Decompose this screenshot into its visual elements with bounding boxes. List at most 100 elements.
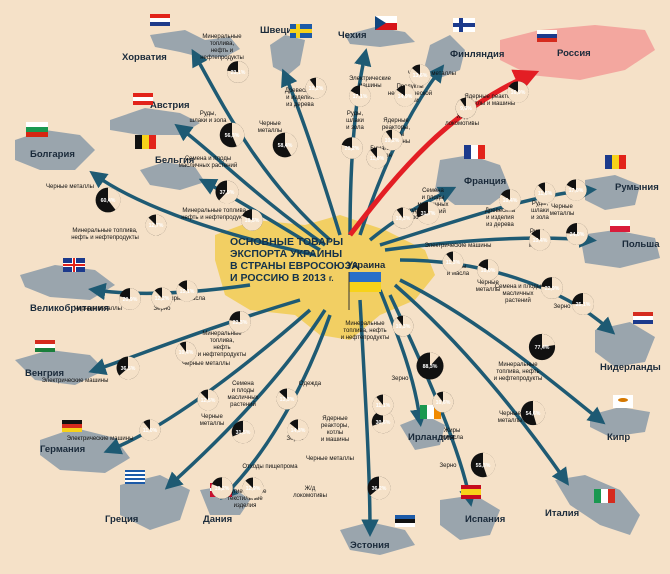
title-line-1: ОСНОВНЫЕ ТОВАРЫ xyxy=(230,236,343,248)
product-label-line: Электрические xyxy=(349,76,392,82)
product-label-line: локомотивы xyxy=(293,493,327,499)
pie-remainder xyxy=(241,209,263,231)
product-label-line: Семена и плоды xyxy=(495,284,541,290)
land-hungary xyxy=(15,350,105,385)
product-label-line: Ядерные xyxy=(383,118,409,124)
product-label-uk2: Зерно xyxy=(154,306,172,312)
pie-percent-label: 13,6% xyxy=(413,73,428,79)
ukraine-marker: Украина xyxy=(347,260,386,310)
pie-remainder xyxy=(242,477,264,499)
pie-russia: 16,9% xyxy=(507,81,529,103)
pie-percent-label: 12,7% xyxy=(149,223,164,229)
product-label-line: и зола xyxy=(531,215,549,221)
pie-remainder xyxy=(219,180,239,204)
pie-romania2: 17,0% xyxy=(565,179,587,201)
pie-cyprus: 77,4% xyxy=(528,333,556,361)
product-label-line: Черные xyxy=(551,204,573,210)
product-label-line: Зерно xyxy=(154,306,172,312)
product-label-line: Древесина xyxy=(485,208,516,214)
product-label-line: Семена и плоды xyxy=(185,156,231,162)
product-label-line: и масла xyxy=(441,435,464,441)
product-label-line: растений xyxy=(505,297,531,304)
land-netherlands xyxy=(595,322,655,367)
product-label-netherlands4: Зерно xyxy=(554,304,572,310)
product-label-line: Жиры xyxy=(444,428,461,434)
pie-remainder xyxy=(483,452,496,477)
pie-austria: 56,3% xyxy=(219,122,245,148)
flag-cyprus xyxy=(613,395,633,408)
pie-remainder xyxy=(392,315,414,337)
product-label-poland: Электрические машины xyxy=(425,243,492,249)
country-label-croatia: Хорватия xyxy=(122,52,167,63)
pie-remainder xyxy=(119,288,141,310)
flag-romania xyxy=(605,155,626,169)
pie-remainder xyxy=(175,341,197,363)
pie-spain: 30,6% xyxy=(371,410,395,434)
pie-ireland: 10,3% xyxy=(392,315,414,337)
product-label-line: Черные xyxy=(477,280,499,286)
arrow-france xyxy=(368,186,457,242)
product-label-spain: Черные металлы xyxy=(306,456,354,462)
pie-netherlands3: 22,9% xyxy=(541,277,563,299)
pie-estonia: 36,2% xyxy=(367,476,391,500)
pie-remainder xyxy=(341,137,363,159)
pie-percent-label: 60,4% xyxy=(101,198,116,204)
product-label-line: Руды, xyxy=(347,111,364,117)
product-label-line: Черные xyxy=(499,411,521,417)
product-label-ireland2: Зерно xyxy=(392,376,410,382)
arrow-estonia xyxy=(358,299,379,537)
flag-germany xyxy=(62,420,82,432)
product-label-line: Черные металлы xyxy=(74,306,122,312)
product-label-line: Отходы пищепрома xyxy=(242,464,298,470)
pie-remainder xyxy=(442,251,464,273)
product-label-line: Одежда xyxy=(299,381,322,387)
pie-percent-label: 25,1% xyxy=(576,302,591,308)
pie-remainder xyxy=(349,85,371,107)
pie-remainder xyxy=(287,419,309,441)
product-label-line: и нефтепродукты xyxy=(494,376,543,382)
arrow-russia xyxy=(348,69,540,237)
pie-percent-label: 9,6% xyxy=(460,106,472,112)
pie-remainder xyxy=(541,277,563,299)
product-label-bulgaria: Черные металлы xyxy=(46,184,94,190)
product-label-line: металлы xyxy=(476,287,501,293)
product-label-line: Семена xyxy=(422,188,444,194)
product-label-line: топлива, нефть xyxy=(496,369,539,375)
pie-sweden: 10,2% xyxy=(305,77,327,99)
pie-uk: 20,9% xyxy=(119,288,141,310)
product-label-hungary2: Электрические машины xyxy=(42,378,109,384)
pie-remainder xyxy=(566,223,588,245)
product-label-line: Черные xyxy=(259,121,281,127)
arrow-denmark xyxy=(220,314,332,500)
product-label-line: машины xyxy=(358,83,381,89)
arrow-czech xyxy=(348,48,372,236)
pie-percent-label: 15,1% xyxy=(180,289,195,295)
country-label-austria: Австрия xyxy=(150,100,190,111)
pie-remainder xyxy=(139,419,161,441)
product-label-line: металлы xyxy=(498,418,523,424)
product-label-line: Минеральные топлива, xyxy=(72,228,138,234)
pie-percent-label: 23,1% xyxy=(231,70,246,76)
product-label-line: и плоды xyxy=(232,388,255,394)
country-label-finland: Финляндия xyxy=(450,49,504,60)
pie-percent-label: 20,2% xyxy=(345,146,360,152)
pie-ireland2: 88,3% xyxy=(416,352,444,380)
ukraine-flag-bottom xyxy=(349,282,381,292)
pie-sweden2: 58,4% xyxy=(272,132,298,158)
pie-percent-label: 12,2% xyxy=(155,296,170,302)
flag-italy xyxy=(594,489,615,503)
pie-greece2: 14,3% xyxy=(287,419,309,441)
product-label-line: нефть и xyxy=(211,48,233,54)
country-label-poland: Польша xyxy=(622,239,660,250)
pie-netherlands: 11,3% xyxy=(442,251,464,273)
title-line-2: ЭКСПОРТА УКРАИНЫ xyxy=(230,248,342,260)
arrow-cyprus xyxy=(399,278,606,425)
country-label-uk: Великобритания xyxy=(30,303,109,314)
